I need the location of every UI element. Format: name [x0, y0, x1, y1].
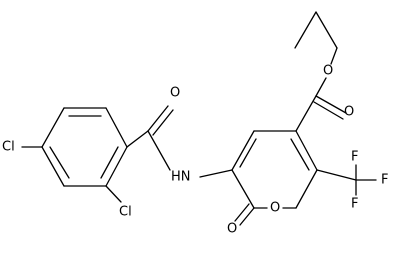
bond-ring-c3-c4: [295, 130, 318, 171]
bond-amide-carbonyl-a: [147, 105, 169, 132]
atom-label-cl-para: Cl: [2, 140, 15, 155]
bond-ring-c6-c1: [231, 169, 255, 209]
atom-label-nh: HN: [171, 170, 191, 185]
atom-label-lactone-o: O: [227, 222, 237, 237]
bond-lines: [21, 11, 377, 226]
atom-label-amide-o: O: [170, 86, 180, 101]
bond-ring-c5-c6-double: [239, 138, 257, 168]
bond-ester-carbonyl-a: [315, 95, 347, 114]
bond-lactone-carbonyl-b: [234, 203, 250, 222]
bond-ether-o-ch2: [330, 47, 338, 65]
atom-label-ring-o: O: [270, 201, 280, 216]
bond-ph-c3-c4: [41, 107, 65, 148]
atom-label-cl-ortho: Cl: [119, 205, 132, 220]
bond-carbonyl-phenyl: [126, 130, 149, 148]
bond-ph-c4-c5: [41, 146, 65, 187]
bond-ring-c3-c4-double: [290, 138, 310, 171]
bond-ph-c6-c1: [105, 146, 128, 187]
bond-ph-c1-c2: [105, 107, 128, 148]
bond-lactone-carbonyl-a: [239, 207, 255, 226]
bond-ester-o-carbon: [315, 77, 327, 97]
bond-ph-c4-c5-double: [49, 146, 70, 179]
atom-label-f-top: F: [351, 150, 358, 165]
bond-nh-carbonyl: [147, 130, 171, 171]
bond-ethyl-ch3: [294, 11, 317, 49]
bond-ester-to-ring: [295, 95, 317, 132]
bond-ring-cf3: [316, 169, 357, 181]
bond-ester-carbonyl-b: [313, 101, 344, 120]
atom-label-ester-o-carbonyl: O: [344, 105, 354, 120]
bond-ring-c5-c6: [231, 130, 255, 171]
bond-ethyl-ch2: [315, 11, 338, 49]
atom-label-ester-o-ether: O: [323, 64, 333, 79]
bond-ph-cl-ortho: [105, 185, 122, 203]
bond-ring-c2-c3: [295, 169, 318, 209]
atom-label-f-bottom: F: [351, 197, 358, 212]
atom-label-f-right: F: [381, 173, 388, 188]
atom-labels: Cl Cl O HN O O O O F F F: [2, 64, 388, 237]
bond-ring-nh: [199, 169, 233, 178]
bond-ph-c6-c1-double: [100, 146, 119, 179]
bond-amide-carbonyl-b: [152, 109, 174, 136]
